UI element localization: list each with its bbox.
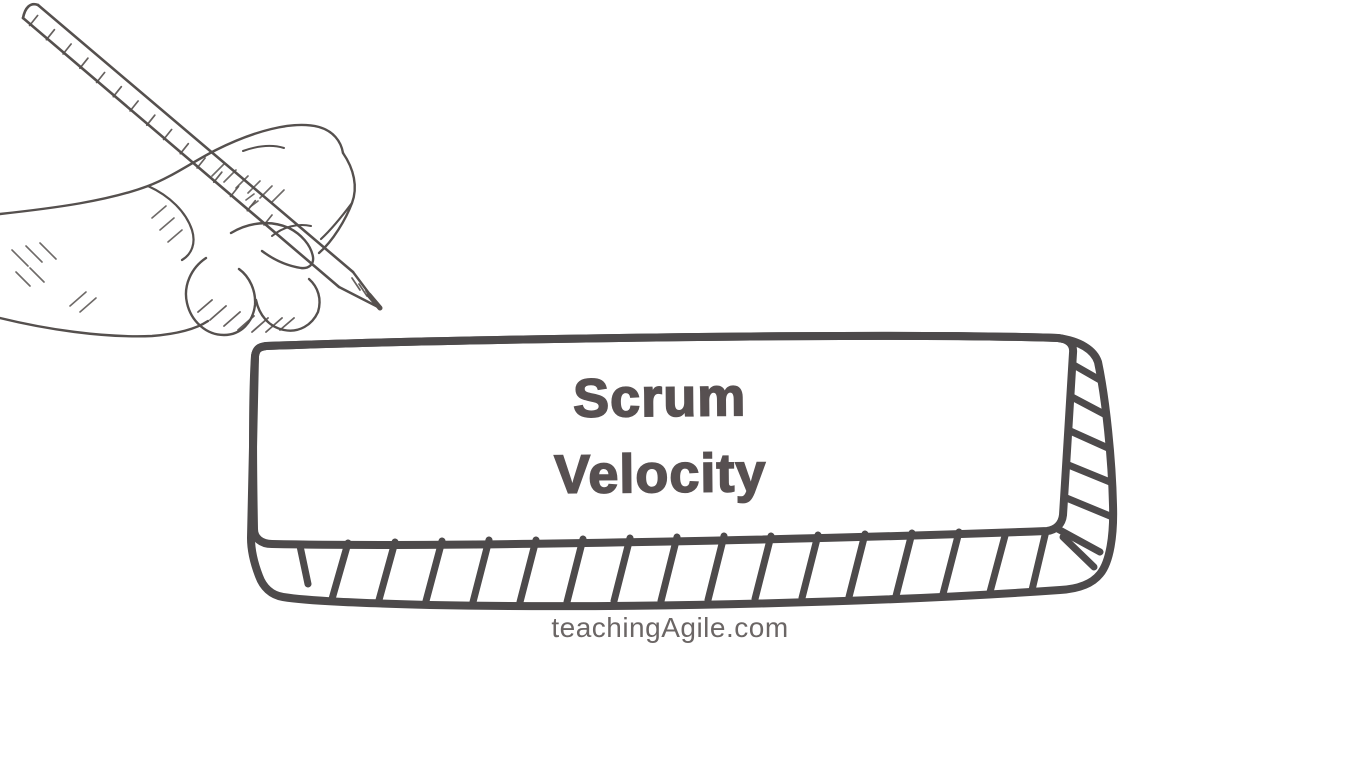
hand-holding-pencil-sketch [0, 2, 383, 338]
banner-title: Scrum Velocity [249, 356, 1070, 515]
hand-icon [0, 123, 356, 338]
website-url: teachingAgile.com [551, 612, 789, 643]
pencil-icon [21, 2, 383, 311]
banner-bottom-hatching [296, 527, 1098, 606]
banner-title-line1: Scrum [572, 366, 747, 429]
banner-title-line2: Velocity [553, 442, 767, 506]
banner-box [247, 331, 1118, 611]
banner-face [249, 331, 1078, 549]
banner-right-hatching [1052, 360, 1114, 556]
